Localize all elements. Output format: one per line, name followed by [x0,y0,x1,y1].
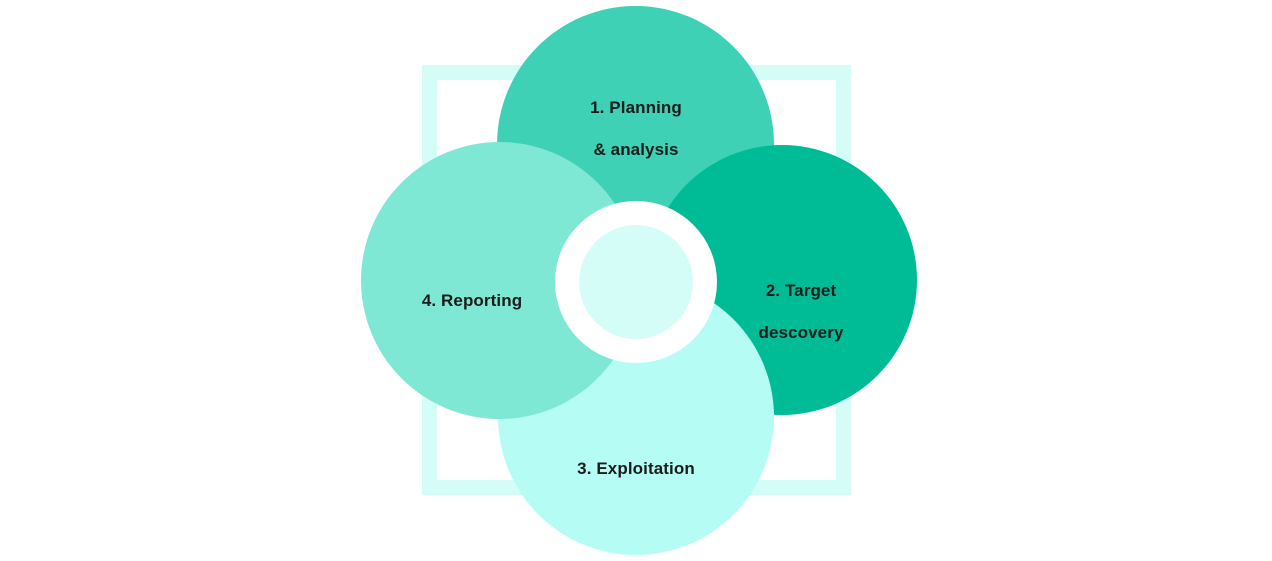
center-core-circle [579,225,693,339]
step-label-reporting: 4. Reporting [362,269,582,311]
step-label-line: 2. Target [765,281,837,300]
step-label-line: 3. Exploitation [577,459,695,478]
step-label-line: 4. Reporting [421,291,523,310]
step-label-exploitation: 3. Exploitation [526,437,746,479]
step-label-line: 1. Planning [590,98,682,117]
step-label-line: & analysis [593,140,679,159]
center-ring [555,201,717,363]
step-label-target-discovery: 2. Target descovery [691,259,911,343]
step-label-line: descovery [758,323,844,342]
step-label-planning-analysis: 1. Planning & analysis [526,76,746,160]
